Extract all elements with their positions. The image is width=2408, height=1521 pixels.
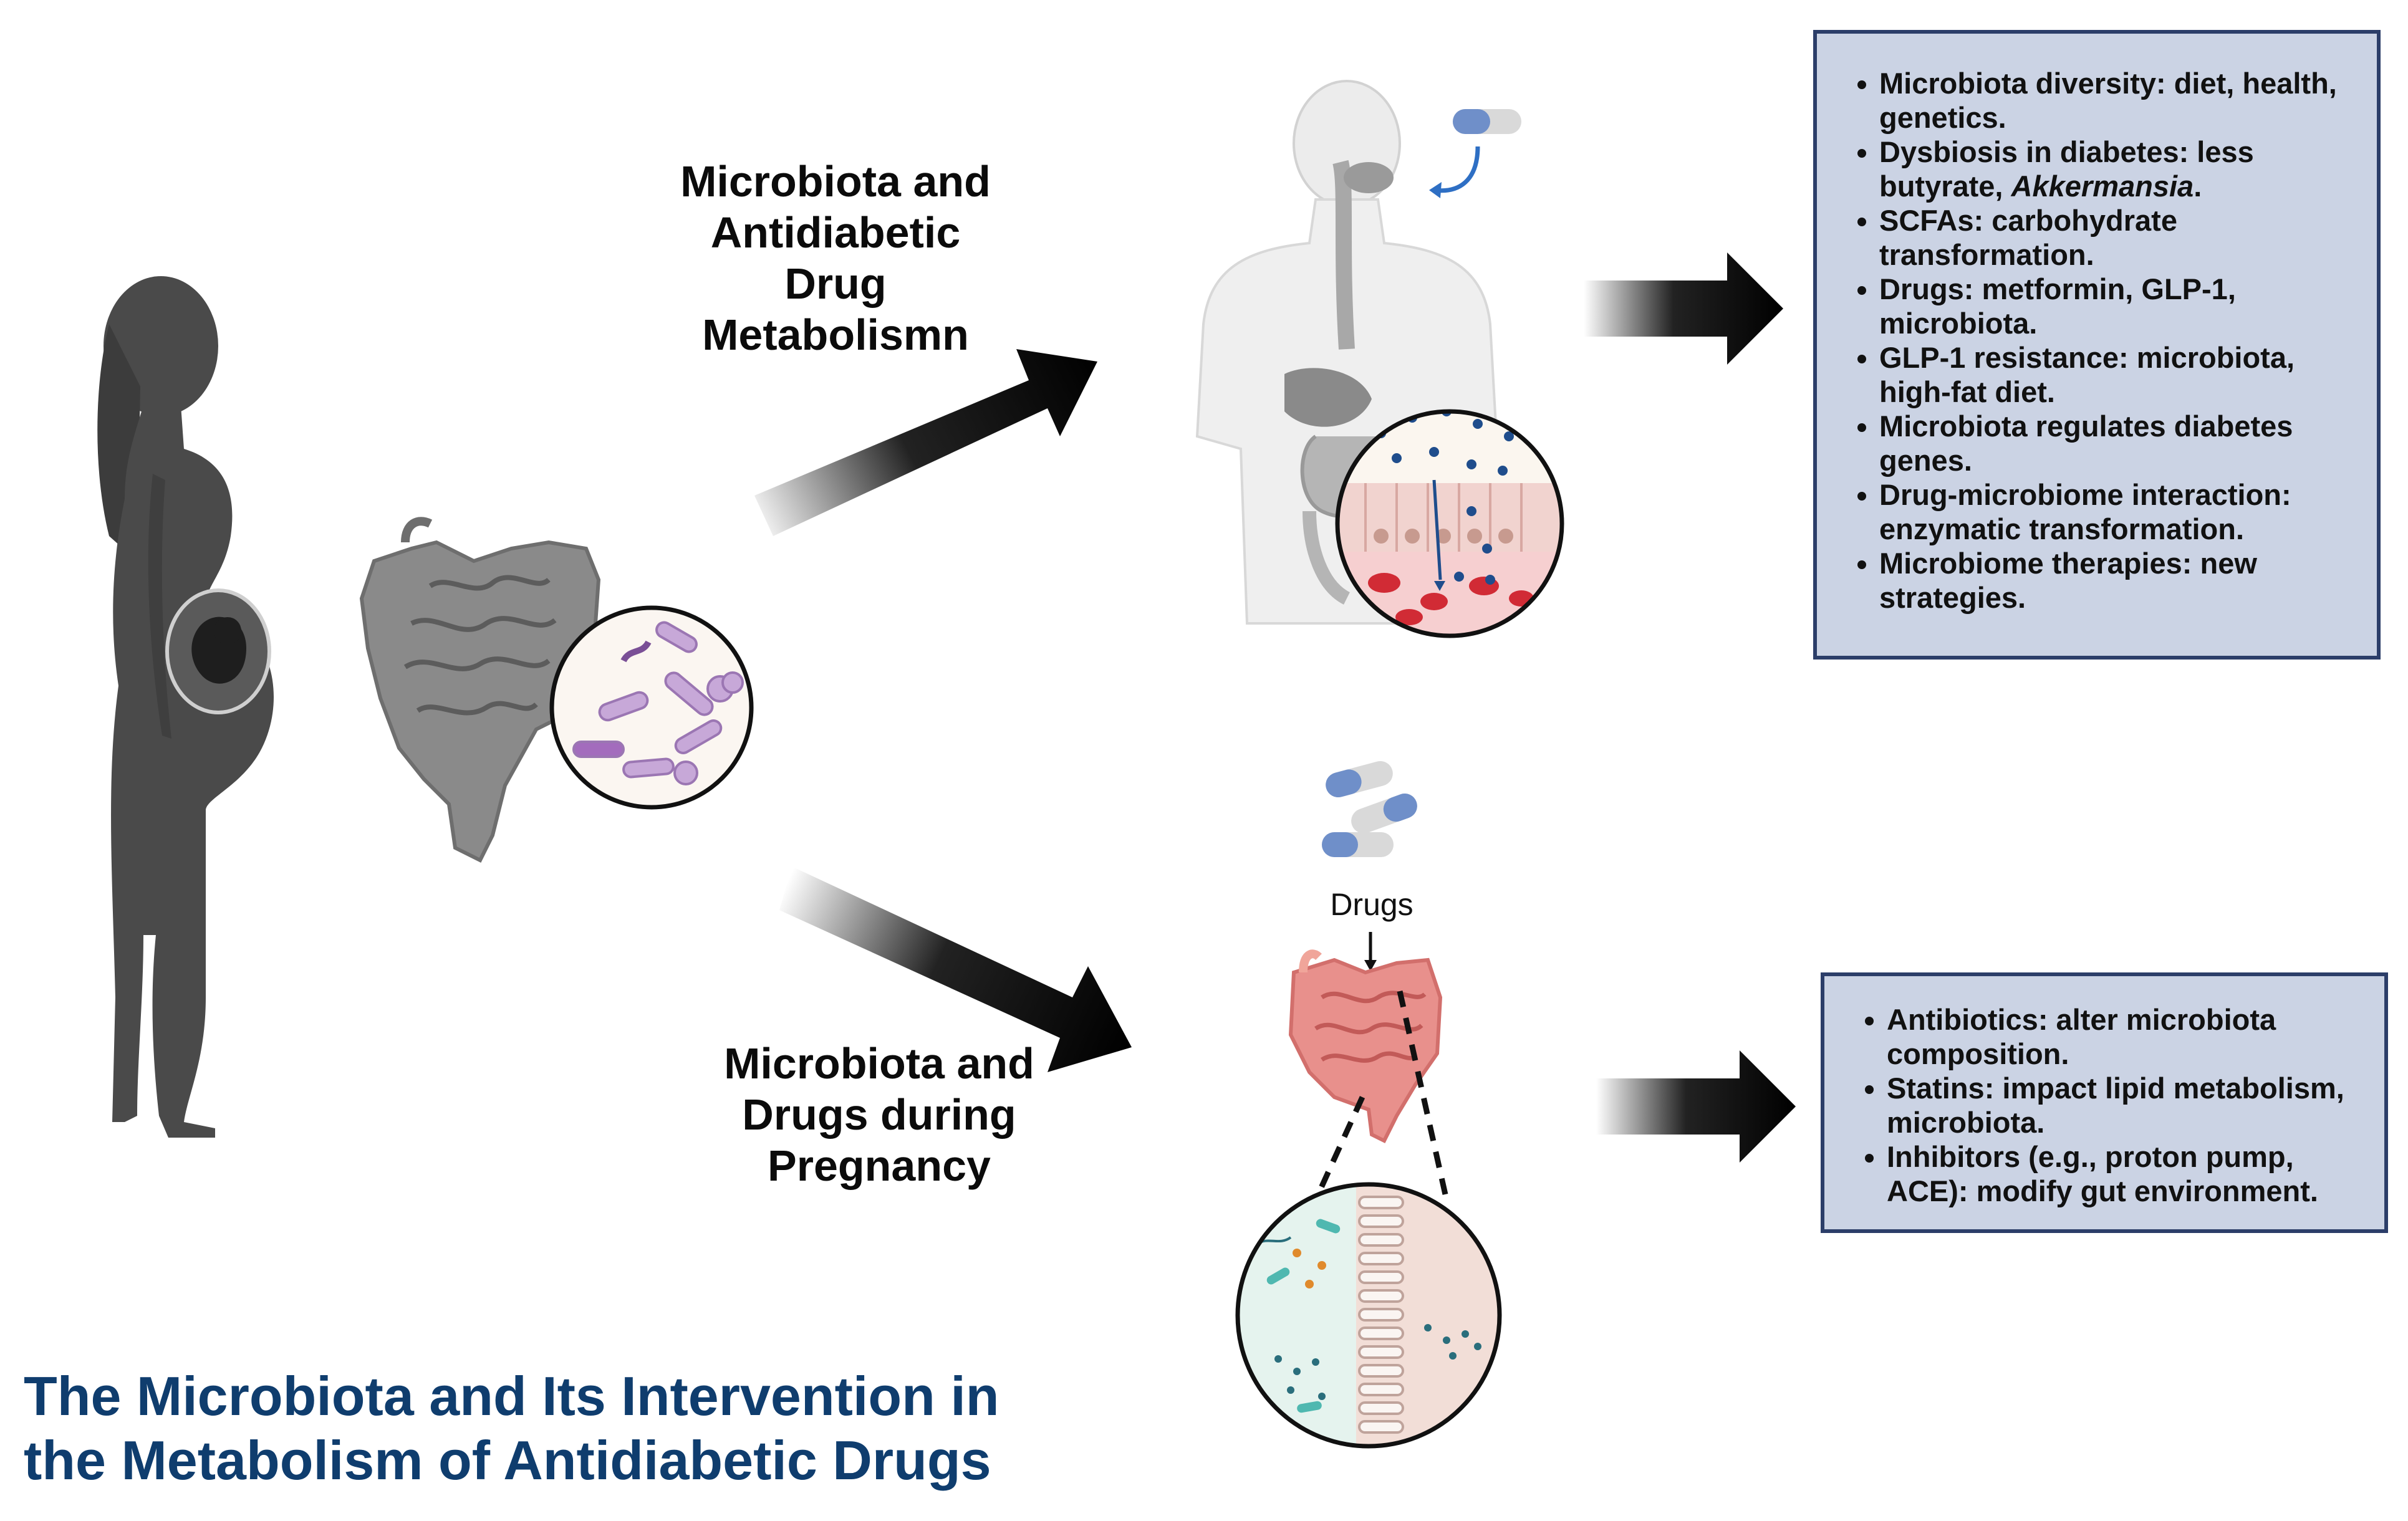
antidiabetic-label-line-1: Microbiota and	[680, 157, 991, 206]
info-item: Dysbiosis in diabetes: less butyrate, Ak…	[1879, 135, 2352, 203]
pregnancy-pathway-label: Microbiota and Drugs during Pregnancy	[673, 1038, 1085, 1191]
antidiabetic-label-line-2: Antidiabetic	[710, 208, 961, 257]
info-item: Inhibitors (e.g., proton pump, ACE): mod…	[1887, 1140, 2359, 1208]
pregnancy-label-line-2: Drugs during	[742, 1090, 1016, 1139]
info-item: Drug-microbiome interaction: enzymatic t…	[1879, 477, 2352, 546]
gut-lumen-lens-icon	[1235, 1182, 1502, 1449]
info-item: Antibiotics: alter microbiota compositio…	[1887, 1002, 2359, 1071]
arrow-to-top-box	[1584, 252, 1783, 365]
pregnancy-label-line-3: Pregnancy	[768, 1141, 991, 1190]
antidiabetic-pathway-label: Microbiota and Antidiabetic Drug Metabol…	[630, 156, 1041, 360]
info-item: Statins: impact lipid metabolism, microb…	[1887, 1071, 2359, 1140]
drugs-label: Drugs	[1330, 887, 1413, 922]
title-line-1: The Microbiota and Its Intervention in	[24, 1365, 999, 1427]
antidiabetic-label-line-3: Drug	[784, 259, 887, 308]
antidiabetic-info-box: Microbiota diversity: diet, health, gene…	[1813, 30, 2381, 660]
figure-title: The Microbiota and Its Intervention in t…	[24, 1364, 1034, 1492]
drugs-arrow-icon	[1364, 932, 1377, 971]
pregnant-woman-silhouette	[97, 276, 274, 1138]
pregnancy-label-line-1: Microbiota and	[724, 1039, 1034, 1088]
capsule-icon	[1429, 109, 1521, 198]
pregnancy-info-box: Antibiotics: alter microbiota compositio…	[1821, 972, 2388, 1233]
info-item: Microbiome therapies: new strategies.	[1879, 546, 2352, 615]
antidiabetic-info-list: Microbiota diversity: diet, health, gene…	[1836, 66, 2352, 615]
title-line-2: the Metabolism of Antidiabetic Drugs	[24, 1429, 991, 1491]
arrow-to-antidiabetic	[754, 349, 1097, 536]
info-item: Microbiota regulates diabetes genes.	[1879, 409, 2352, 477]
info-item: Drugs: metformin, GLP-1, microbiota.	[1879, 272, 2352, 340]
gray-intestine-icon	[359, 517, 601, 863]
info-item: Microbiota diversity: diet, health, gene…	[1879, 66, 2352, 135]
info-item: SCFAs: carbohydrate transformation.	[1879, 203, 2352, 272]
arrow-to-bottom-box	[1596, 1050, 1796, 1163]
bacteria-lens-icon	[549, 605, 754, 810]
pills-cluster-icon	[1322, 760, 1417, 857]
arrow-to-pregnancy	[779, 866, 1132, 1072]
antidiabetic-label-line-4: Metabolismn	[702, 310, 969, 359]
pregnancy-info-list: Antibiotics: alter microbiota compositio…	[1843, 1002, 2359, 1208]
pink-intestine-icon	[1288, 949, 1443, 1144]
zoom-dashed-lines	[1312, 991, 1450, 1201]
info-item: GLP-1 resistance: microbiota, high-fat d…	[1879, 340, 2352, 409]
